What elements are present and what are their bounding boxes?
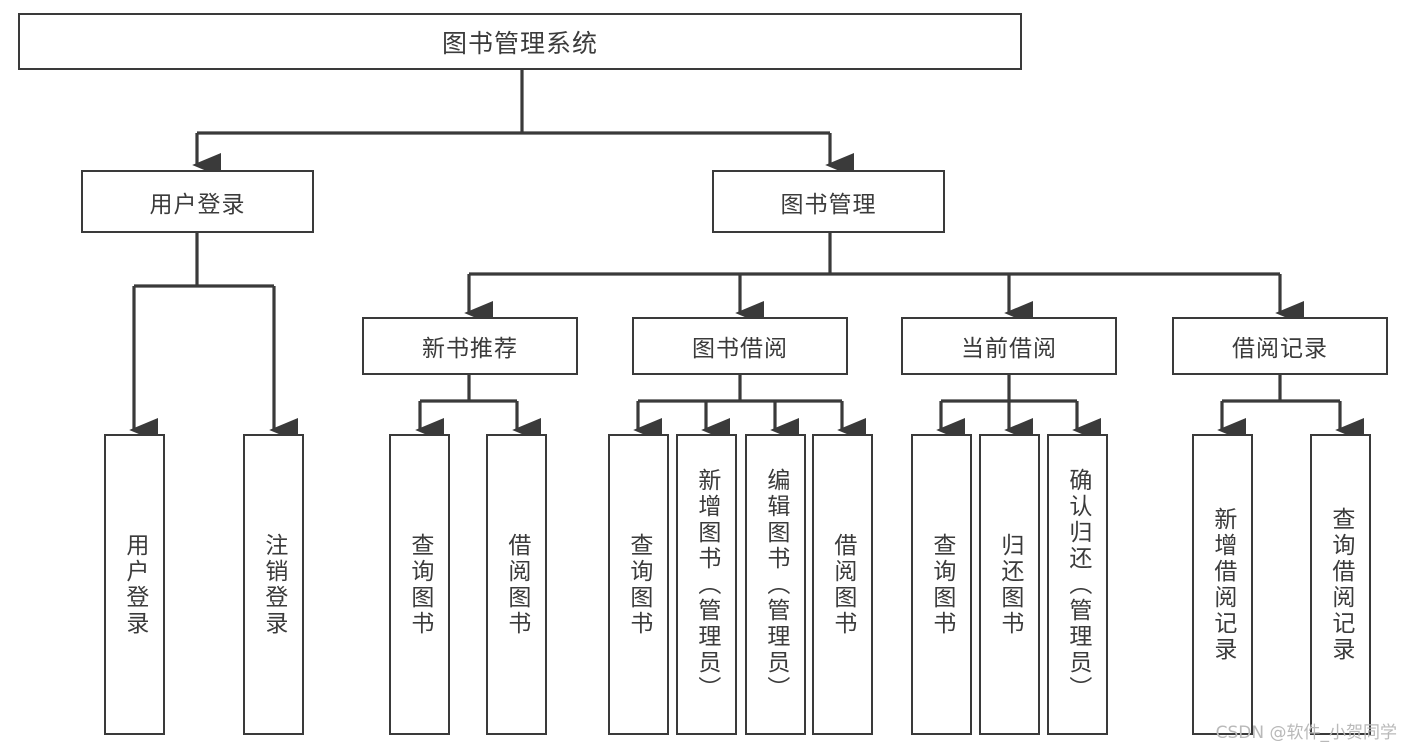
leaf-query-record[interactable]: 查询借阅记录: [1310, 434, 1371, 735]
node-book-borrow-label: 图书借阅: [692, 336, 788, 362]
leaf-query-book-2-label: 查询图书: [625, 532, 652, 637]
node-new-book-recommend-label: 新书推荐: [422, 336, 518, 362]
leaf-borrow-book-1-label: 借阅图书: [503, 532, 530, 637]
leaf-logout-label: 注销登录: [260, 532, 287, 637]
node-borrow-record-label: 借阅记录: [1232, 336, 1328, 362]
leaf-query-book-3[interactable]: 查询图书: [911, 434, 972, 735]
leaf-add-book[interactable]: 新增图书（管理员）: [676, 434, 737, 735]
node-current-borrow[interactable]: 当前借阅: [901, 317, 1117, 375]
leaf-query-record-label: 查询借阅记录: [1327, 506, 1354, 663]
leaf-add-record[interactable]: 新增借阅记录: [1192, 434, 1253, 735]
leaf-add-record-label: 新增借阅记录: [1209, 506, 1236, 663]
node-root-label: 图书管理系统: [441, 28, 598, 58]
node-root[interactable]: 图书管理系统: [18, 13, 1022, 70]
leaf-return-book[interactable]: 归还图书: [979, 434, 1040, 735]
leaf-confirm-return-label: 确认归还（管理员）: [1064, 467, 1091, 702]
leaf-query-book-1-label: 查询图书: [406, 532, 433, 637]
node-new-book-recommend[interactable]: 新书推荐: [362, 317, 578, 375]
leaf-user-login[interactable]: 用户登录: [104, 434, 165, 735]
leaf-logout[interactable]: 注销登录: [243, 434, 304, 735]
leaf-borrow-book-1[interactable]: 借阅图书: [486, 434, 547, 735]
leaf-edit-book[interactable]: 编辑图书（管理员）: [745, 434, 806, 735]
leaf-edit-book-label: 编辑图书（管理员）: [762, 467, 789, 702]
leaf-query-book-2[interactable]: 查询图书: [608, 434, 669, 735]
leaf-confirm-return[interactable]: 确认归还（管理员）: [1047, 434, 1108, 735]
leaf-add-book-label: 新增图书（管理员）: [693, 467, 720, 702]
node-book-borrow[interactable]: 图书借阅: [632, 317, 848, 375]
node-current-borrow-label: 当前借阅: [961, 336, 1057, 362]
node-book-manage[interactable]: 图书管理: [712, 170, 945, 233]
leaf-borrow-book-2[interactable]: 借阅图书: [812, 434, 873, 735]
leaf-query-book-3-label: 查询图书: [928, 532, 955, 637]
watermark: CSDN @软件_小贺同学: [1215, 723, 1397, 743]
leaf-borrow-book-2-label: 借阅图书: [829, 532, 856, 637]
leaf-return-book-label: 归还图书: [996, 532, 1023, 637]
node-borrow-record[interactable]: 借阅记录: [1172, 317, 1388, 375]
node-user-login-label: 用户登录: [149, 191, 246, 218]
node-user-login[interactable]: 用户登录: [81, 170, 314, 233]
leaf-query-book-1[interactable]: 查询图书: [389, 434, 450, 735]
leaf-user-login-label: 用户登录: [121, 532, 148, 637]
node-book-manage-label: 图书管理: [780, 191, 877, 218]
